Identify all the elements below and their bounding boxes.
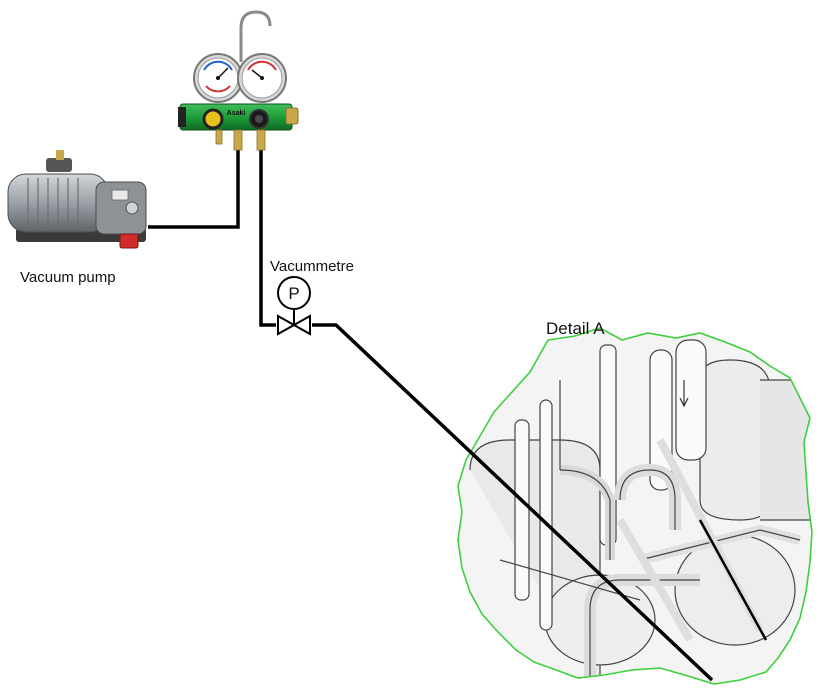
detail-a-label: Detail A	[546, 319, 605, 338]
vacuum-pump-icon	[8, 150, 146, 248]
vacuum-pump-label: Vacuum pump	[20, 269, 116, 286]
vacuummeter-label: Vacummetre	[270, 258, 354, 275]
manifold-gauge-icon: Asaki	[178, 12, 298, 150]
low-side-knob	[204, 110, 222, 128]
manifold-brand-label: Asaki	[227, 110, 246, 117]
detail-a-view: Detail A	[450, 319, 820, 690]
manifold-to-valve-hose	[261, 150, 276, 325]
pump-hose	[148, 150, 238, 227]
pressure-gauge-symbol-icon: P	[278, 277, 310, 309]
gauge-symbol-label: P	[288, 284, 299, 303]
low-pressure-gauge	[194, 54, 242, 102]
high-pressure-gauge	[238, 54, 286, 102]
valve-symbol-icon	[278, 310, 310, 334]
